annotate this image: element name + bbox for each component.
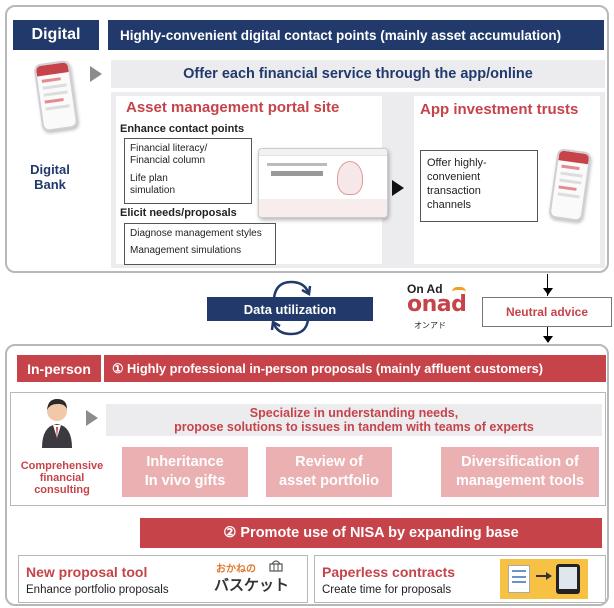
- tool-title: New proposal tool: [26, 564, 148, 580]
- arrow-right-icon: [90, 66, 102, 82]
- arrow-down-line: [547, 274, 548, 296]
- consulting-frame: [10, 392, 606, 506]
- arrow-right-icon: [392, 180, 404, 196]
- digital-tag: Digital: [13, 20, 99, 50]
- elicit-box: Diagnose management styles Management si…: [124, 223, 276, 265]
- consulting-label: Comprehensive financial consulting: [20, 460, 104, 496]
- onad-logo-accent: [452, 287, 466, 292]
- enhance-item: Life plan simulation: [130, 173, 176, 196]
- neutral-advice-box: Neutral advice: [482, 297, 612, 327]
- basket-logo-top: おかねの: [216, 564, 256, 575]
- inperson-tag: In-person: [17, 355, 101, 382]
- inperson-header: ① Highly professional in-person proposal…: [104, 355, 606, 382]
- service-portfolio-review: Review of asset portfolio: [266, 447, 392, 497]
- refresh-icon: [270, 280, 312, 336]
- digital-bank-label: Digital Bank: [30, 162, 70, 192]
- offer-banner: Offer each financial service through the…: [111, 60, 605, 88]
- enhance-title: Enhance contact points: [120, 123, 245, 135]
- paperless-box: [314, 555, 606, 603]
- data-utilization-label: Data utilization: [207, 297, 373, 321]
- onad-kana: オンアド: [414, 321, 446, 330]
- enhance-box: Financial literacy/ Financial column Lif…: [124, 138, 252, 204]
- on-ad-label: On Ad: [407, 282, 443, 296]
- onad-logo: onad: [407, 292, 467, 317]
- consultant-person-icon: [42, 399, 72, 448]
- elicit-item: Diagnose management styles: [130, 228, 262, 239]
- basket-logo-main: バスケット: [214, 577, 290, 594]
- arrow-down-line: [547, 327, 548, 341]
- service-inheritance: Inheritance In vivo gifts: [122, 447, 248, 497]
- specialize-banner: Specialize in understanding needs, propo…: [106, 404, 602, 436]
- app-title: App investment trusts: [420, 101, 579, 118]
- new-proposal-tool-box: [18, 555, 308, 603]
- enhance-item: Financial literacy/ Financial column: [130, 143, 208, 166]
- service-diversification: Diversification of management tools: [441, 447, 599, 497]
- basket-icon: [269, 560, 283, 572]
- digital-header: Highly-convenient digital contact points…: [108, 20, 604, 50]
- tool-text: Enhance portfolio proposals: [26, 584, 169, 596]
- nisa-banner: ② Promote use of NISA by expanding base: [140, 518, 602, 548]
- arrow-right-icon: [86, 410, 98, 426]
- elicit-title: Elicit needs/proposals: [120, 207, 237, 219]
- elicit-item: Management simulations: [130, 245, 242, 256]
- paperless-text: Create time for proposals: [322, 584, 452, 596]
- arrow-down-icon: [543, 288, 553, 295]
- paperless-title: Paperless contracts: [322, 564, 456, 580]
- arrow-down-icon: [543, 336, 553, 343]
- app-box: Offer highly- convenient transaction cha…: [420, 150, 538, 222]
- portal-site-screenshot: [258, 148, 388, 218]
- paperless-image: [500, 559, 588, 599]
- portal-title: Asset management portal site: [126, 99, 340, 116]
